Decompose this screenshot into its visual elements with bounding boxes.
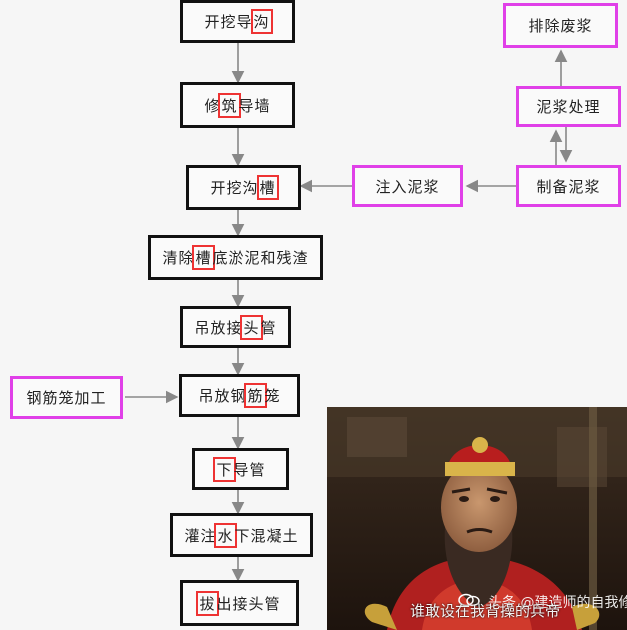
- meme-caption: 谁敢设在我背操的兵帝: [410, 602, 561, 620]
- side-prepare-slurry: 制备泥浆: [516, 165, 621, 207]
- step-text-pre: 灌注: [184, 526, 217, 545]
- watermark-chat-icon: [458, 593, 480, 607]
- step-text-pre: 开挖沟: [210, 179, 259, 197]
- step-clear-trench-bottom: 清除槽底淤泥和残渣: [148, 235, 323, 280]
- step-build-guide-wall: 修筑导墙: [180, 82, 295, 128]
- side-slurry-treatment: 泥浆处理: [516, 86, 621, 127]
- step-text-pre: 开挖导: [204, 13, 253, 31]
- highlight-char: 头: [240, 314, 263, 340]
- step-text-post: 底淤泥和残渣: [212, 249, 309, 267]
- step-text-post: 导墙: [238, 96, 271, 115]
- highlight-char: 沟: [250, 9, 273, 34]
- side-discharge-slurry: 排除废浆: [503, 3, 618, 48]
- step-text-post: 管: [260, 318, 277, 337]
- highlight-char: 筋: [244, 383, 267, 408]
- side-label: 泥浆处理: [536, 98, 601, 116]
- step-pour-concrete: 灌注水下混凝土: [170, 513, 313, 557]
- step-excavate-trench: 开挖沟槽: [186, 165, 301, 210]
- highlight-char: 拔: [196, 590, 219, 616]
- side-label: 制备泥浆: [536, 177, 601, 196]
- side-label: 排除废浆: [528, 17, 593, 35]
- step-place-rebar-cage: 吊放钢筋笼: [179, 374, 300, 417]
- step-pull-joint-pipe: 拔出接头管: [180, 580, 299, 626]
- highlight-char: 筑: [218, 92, 241, 118]
- side-label: 钢筋笼加工: [26, 389, 107, 407]
- step-text-pre: 吊放接: [194, 318, 243, 337]
- side-inject-slurry: 注入泥浆: [352, 165, 463, 207]
- step-text-post: 下混凝土: [234, 526, 299, 545]
- photo-illustration: [327, 407, 627, 630]
- step-lower-tremie: 下导管: [192, 448, 289, 490]
- step-place-joint-pipe: 吊放接头管: [180, 306, 291, 348]
- side-rebar-cage-fabrication: 钢筋笼加工: [10, 376, 123, 419]
- highlight-char: 下: [213, 456, 236, 482]
- step-text-pre: 吊放钢: [198, 387, 247, 405]
- highlight-char: 水: [214, 522, 237, 548]
- step-text-pre: 修: [204, 96, 221, 115]
- side-label: 注入泥浆: [375, 177, 440, 196]
- step-text-post: 出接头管: [216, 594, 281, 613]
- step-text-pre: 清除: [162, 249, 195, 267]
- highlight-char: 槽: [256, 175, 279, 200]
- step-text-post: 导管: [233, 460, 266, 479]
- step-excavate-guide-trench: 开挖导沟: [180, 0, 295, 43]
- meme-photo: [327, 407, 627, 630]
- highlight-char: 槽: [192, 245, 215, 270]
- step-text-post: 笼: [264, 387, 281, 405]
- watermark-text: 头条 @建造师的自我修养: [488, 595, 627, 611]
